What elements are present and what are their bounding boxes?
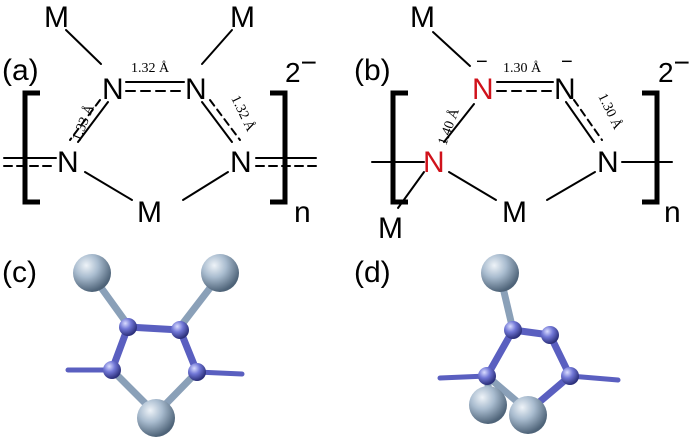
panel-b-charge-sign: − bbox=[674, 47, 690, 78]
panel-c-label: (c) bbox=[2, 256, 37, 289]
panel-b-nitrogen-top-right: N bbox=[554, 73, 576, 106]
bond-right-solid bbox=[201, 101, 233, 143]
bond-right-dashed bbox=[573, 99, 603, 141]
panel-b-bond-length-right: 1.30 Å bbox=[594, 91, 625, 133]
panel-a-metal-topleft: M bbox=[44, 1, 69, 34]
panel-a-nitrogen-top-left: N bbox=[102, 73, 124, 106]
panel-b-bracket-right bbox=[642, 90, 660, 205]
panel-a-bracket-right bbox=[270, 90, 288, 205]
metal-sphere bbox=[73, 254, 111, 292]
bond-n-m-bottomleft bbox=[448, 171, 497, 201]
metal-sphere bbox=[509, 396, 547, 434]
metal-sphere bbox=[137, 399, 175, 437]
panel-a-nitrogen-top-right: N bbox=[185, 73, 207, 106]
nitrogen-sphere bbox=[103, 361, 121, 379]
panel-b-minus-right: − bbox=[561, 51, 573, 73]
panel-a-nitrogen-bottom-right: N bbox=[230, 146, 252, 179]
nitrogen-sphere bbox=[478, 367, 496, 385]
nitrogen-sphere bbox=[504, 321, 522, 339]
panel-b-bond-length-top: 1.30 Å bbox=[503, 60, 542, 76]
panel-a-bond-length-top: 1.32 Å bbox=[131, 60, 170, 76]
panel-b-metal-top: M bbox=[410, 1, 435, 34]
bond-m-n-topleft bbox=[65, 29, 102, 65]
panel-a: (a) M M N N N N M 2− n bbox=[2, 1, 317, 229]
nitrogen-sphere bbox=[188, 363, 206, 381]
nitrogen-sphere bbox=[171, 321, 189, 339]
panel-b-charge-number: 2 bbox=[658, 57, 674, 88]
bond-n-m-bottomleft bbox=[84, 171, 133, 201]
nitrogen-sphere bbox=[561, 367, 579, 385]
panel-b-minus-left: − bbox=[476, 51, 488, 73]
bond-right-solid bbox=[565, 101, 595, 143]
bond-m-n-bottomright bbox=[182, 171, 229, 201]
bond-m-n-top bbox=[432, 31, 471, 67]
panel-b-label: (b) bbox=[354, 54, 391, 87]
panel-b-bracket-left bbox=[390, 90, 408, 205]
panel-b-nitrogen-top-left: N bbox=[472, 73, 494, 106]
metal-sphere bbox=[481, 254, 519, 292]
panel-a-repeat: n bbox=[294, 196, 311, 229]
bond-m-n-topright bbox=[201, 29, 233, 65]
panel-a-charge: 2− bbox=[285, 47, 317, 88]
bond-left-solid bbox=[77, 101, 109, 143]
panel-b-repeat: n bbox=[664, 196, 681, 229]
panel-a-charge-number: 2 bbox=[285, 57, 301, 88]
panel-b-nitrogen-bottom-left: N bbox=[423, 146, 445, 179]
panel-b-nitrogen-bottom-right: N bbox=[597, 146, 619, 179]
bond-right-dashed bbox=[209, 99, 241, 141]
bond-left-single bbox=[443, 103, 475, 143]
panel-a-charge-sign: − bbox=[301, 47, 317, 78]
panel-d-label: (d) bbox=[354, 256, 391, 289]
panel-c-bonds bbox=[65, 271, 245, 417]
panel-a-bonds bbox=[3, 29, 317, 201]
metal-sphere bbox=[201, 254, 239, 292]
panel-d-bonds bbox=[437, 271, 621, 414]
panel-b: (b) M N N N N M M − − 2− n 1.30 Å 1.40 Å bbox=[354, 1, 690, 245]
panel-a-metal-bottom: M bbox=[137, 196, 162, 229]
panel-a-label: (a) bbox=[2, 54, 39, 87]
panel-a-bracket-left bbox=[22, 90, 40, 205]
nitrogen-sphere bbox=[119, 318, 137, 336]
panel-b-charge: 2− bbox=[658, 47, 690, 88]
panel-c: (c) bbox=[2, 254, 245, 437]
bond-m-n-bottomright bbox=[546, 171, 596, 201]
nitrogen-sphere bbox=[541, 326, 559, 344]
panel-a-nitrogen-bottom-left: N bbox=[57, 146, 79, 179]
panel-b-metal-bottom: M bbox=[502, 196, 527, 229]
bond-left-dashed bbox=[69, 99, 101, 141]
panel-b-metal-lower-left: M bbox=[378, 212, 403, 245]
panel-a-metal-topright: M bbox=[230, 1, 255, 34]
metal-sphere bbox=[469, 386, 507, 424]
panel-b-bonds bbox=[371, 31, 673, 209]
panel-b-bond-length-left: 1.40 Å bbox=[435, 105, 463, 147]
panel-d: (d) bbox=[354, 254, 621, 434]
